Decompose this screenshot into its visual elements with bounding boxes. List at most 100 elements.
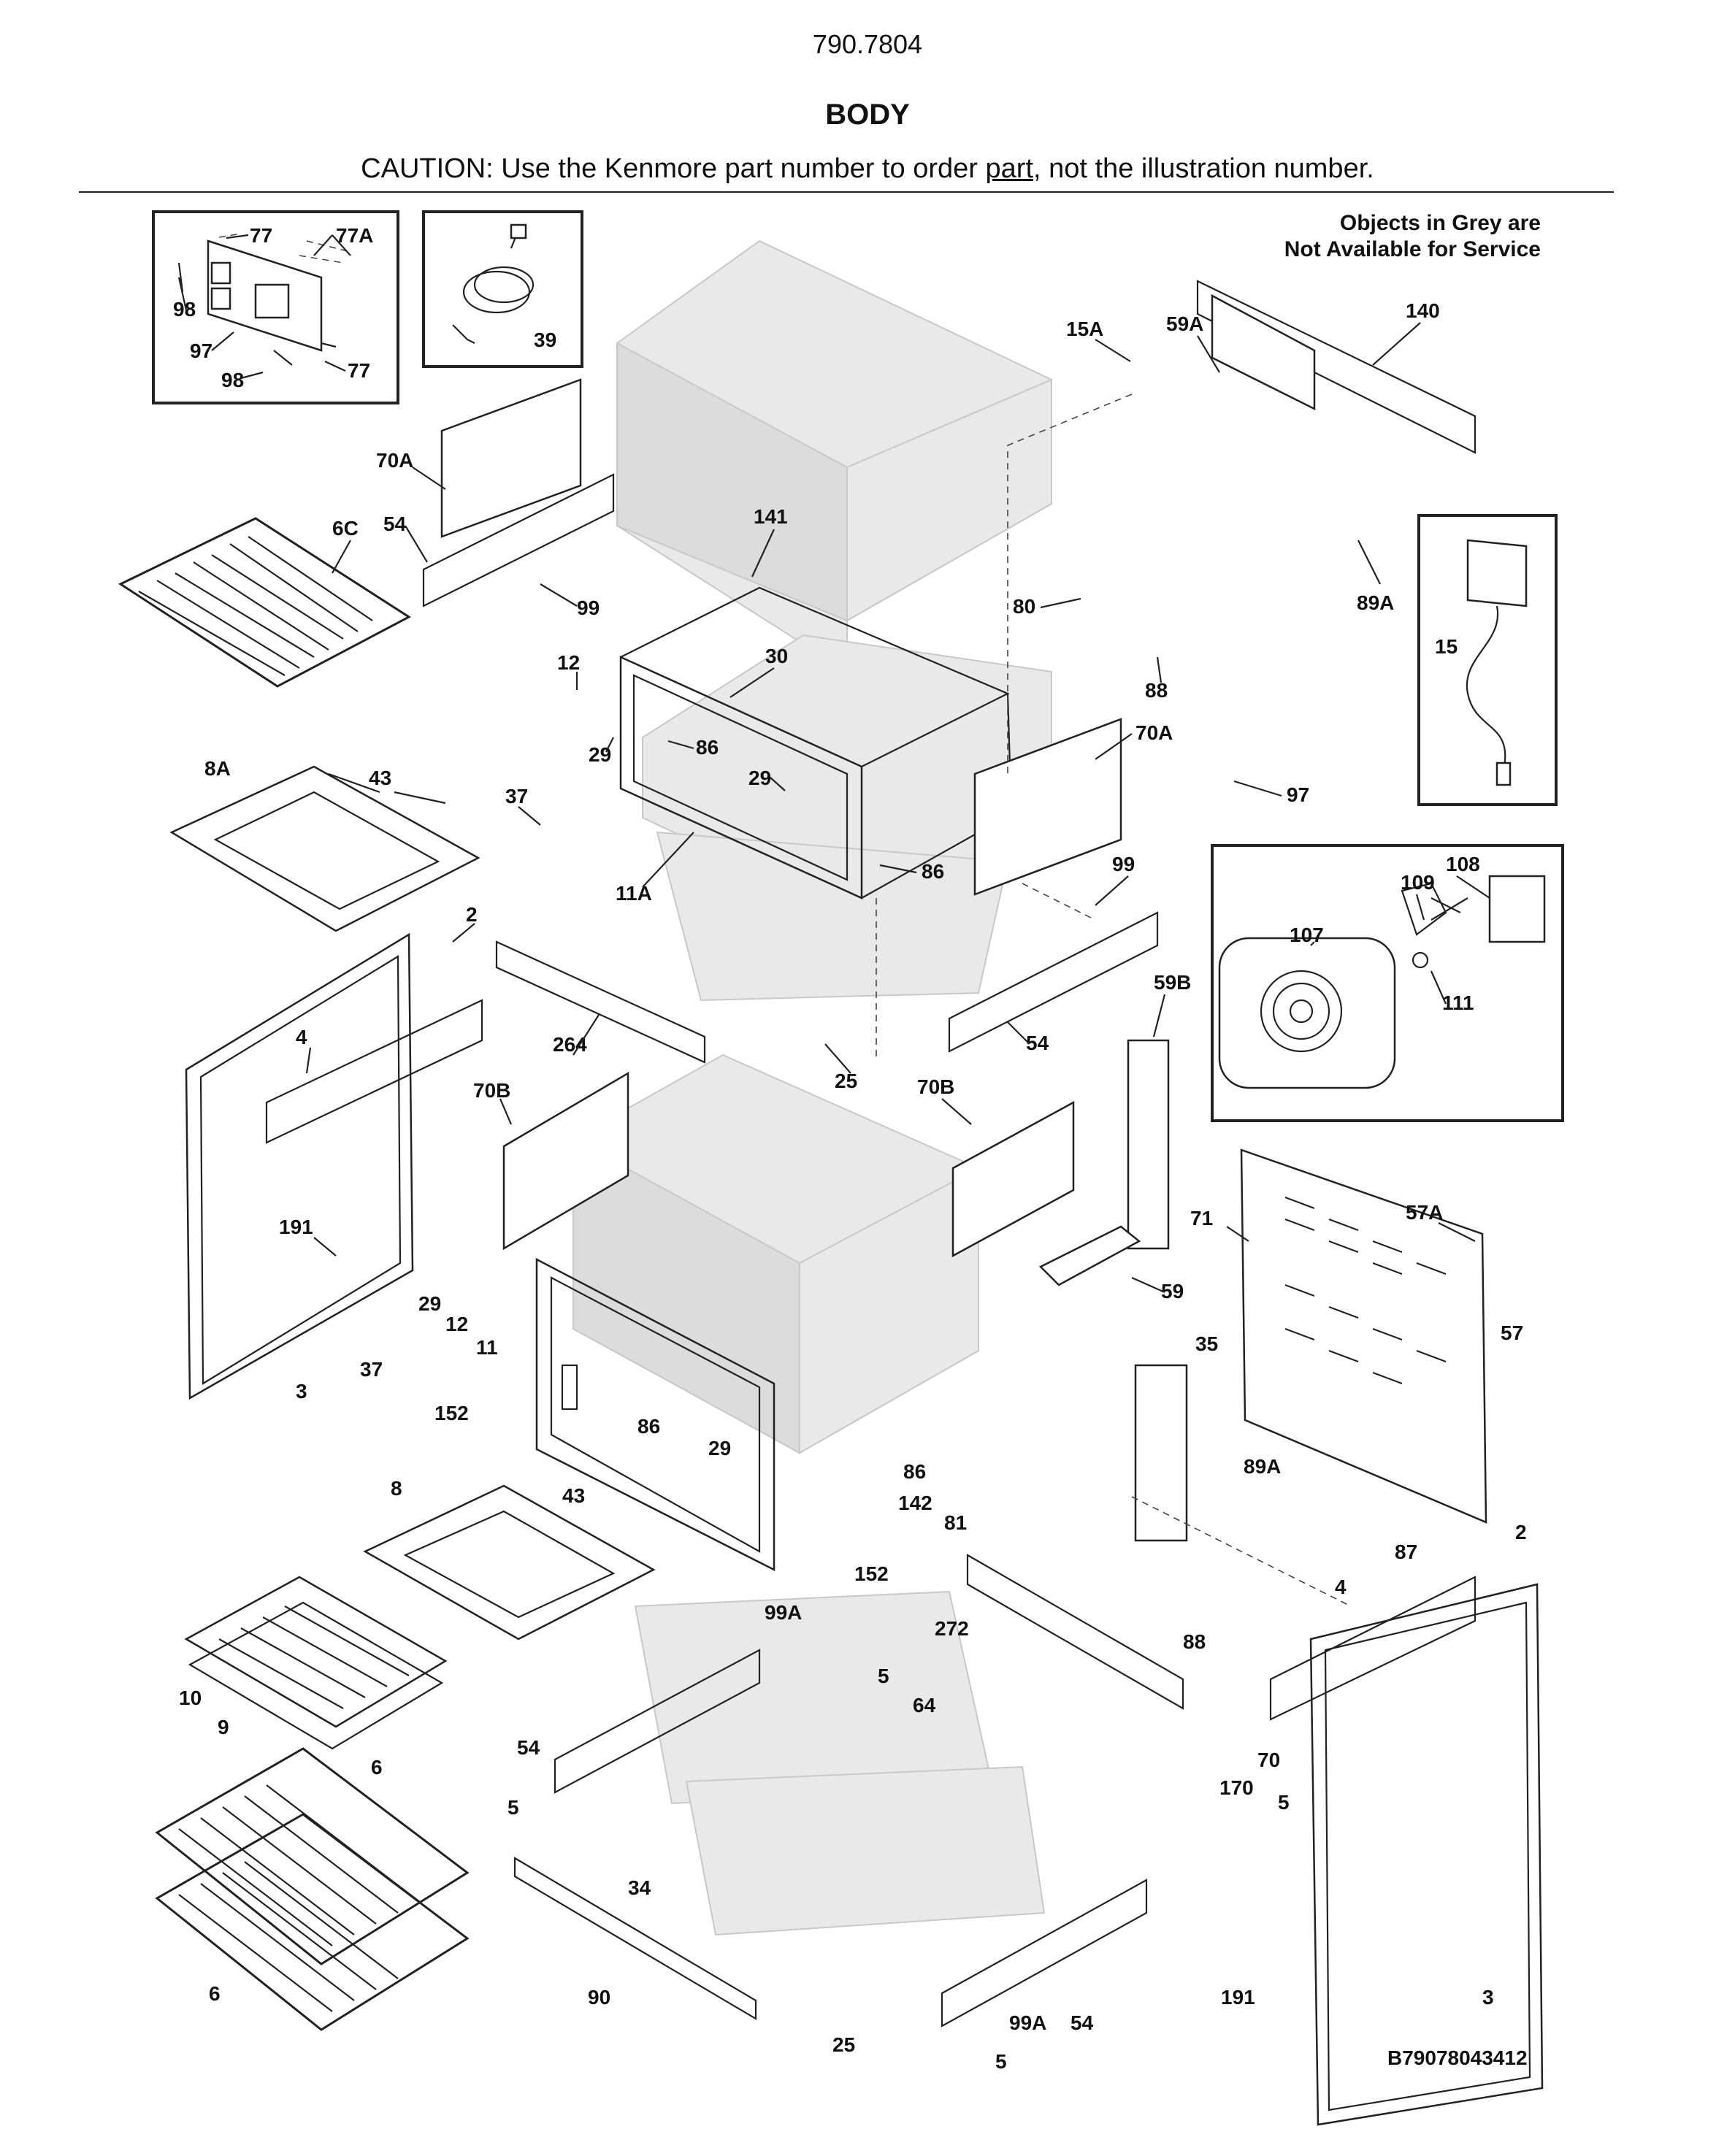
support-264: [495, 940, 706, 1064]
callout: 99: [1112, 853, 1135, 875]
insulation-70a-side: [973, 718, 1122, 896]
callout: 97: [190, 339, 212, 362]
callout: 70: [1257, 1749, 1280, 1771]
callout: 88: [1183, 1630, 1206, 1653]
callout: 170: [1219, 1776, 1254, 1799]
callout: 29: [748, 767, 771, 789]
convection-fan-inset: [1211, 844, 1564, 1122]
callout: 29: [589, 743, 611, 766]
callout: 140: [1406, 299, 1440, 322]
callout: 107: [1290, 924, 1324, 946]
callout: 70B: [473, 1079, 510, 1102]
callout: 152: [434, 1402, 469, 1424]
caution-part-link[interactable]: part: [985, 153, 1033, 184]
callout: 15: [1435, 635, 1458, 658]
control-board-drawing: [177, 233, 351, 366]
callout: 108: [1446, 853, 1480, 875]
callout: 6C: [332, 517, 359, 540]
callout: 80: [1013, 595, 1035, 618]
callout: 64: [913, 1694, 936, 1716]
callout: 191: [279, 1216, 313, 1238]
section-title: BODY: [825, 99, 910, 131]
rail-4-right: [1269, 1576, 1477, 1721]
side-panel-left-3: [185, 932, 414, 1400]
callout: 30: [765, 645, 788, 667]
bottom-plate-8a: [169, 765, 480, 932]
callout: 70B: [917, 1075, 954, 1098]
caution-text: CAUTION: Use the Kenmore part number to …: [0, 153, 1735, 185]
callout: 89A: [1244, 1455, 1281, 1478]
callout: 35: [1195, 1332, 1218, 1355]
insulation-70a-upper: [440, 378, 582, 538]
callout: 81: [944, 1511, 967, 1534]
callout: 10: [179, 1687, 202, 1709]
lower-oven-body-grey: [572, 1054, 1046, 1936]
leader-lines: [177, 234, 1490, 1294]
callout: 86: [696, 736, 719, 759]
grey-objects-note: Objects in Grey are Not Available for Se…: [1284, 210, 1541, 263]
callout: 54: [1026, 1032, 1049, 1054]
insulation-70b-right: [951, 1100, 1075, 1258]
rail-99-left: [422, 473, 615, 607]
rack-6-lower: [155, 1813, 470, 2031]
insulation-70b-left: [502, 1071, 629, 1251]
bracket-140: [1196, 280, 1477, 454]
callout: 99A: [765, 1601, 802, 1624]
rail-99a-lower: [941, 1879, 1148, 2028]
duct-59b: [1127, 1039, 1170, 1250]
callout: 142: [898, 1492, 932, 1514]
callout: 97: [1287, 783, 1309, 806]
grey-note-line1: Objects in Grey are: [1339, 211, 1541, 235]
callout: 11: [476, 1336, 498, 1359]
callout: 98: [221, 369, 244, 391]
callout: 99: [577, 596, 600, 619]
callout: 152: [854, 1562, 889, 1585]
model-number: 790.7804: [812, 29, 923, 59]
callout: 43: [562, 1484, 585, 1507]
callout: 4: [296, 1026, 307, 1048]
callout: 89A: [1357, 591, 1394, 614]
callout-labels: 77 77A 98 97 98 77 39 15A 59A 140 70A 54…: [173, 224, 1527, 2073]
callout: 43: [369, 767, 391, 789]
callout: 3: [1482, 1986, 1494, 2009]
callout: 37: [360, 1358, 383, 1381]
callout: 5: [878, 1665, 889, 1687]
callout: 3: [296, 1380, 307, 1403]
callout: 59A: [1166, 312, 1203, 335]
bracket-59: [1038, 1225, 1141, 1286]
header-divider: [79, 191, 1614, 193]
alignment-line: [1007, 394, 1133, 774]
callout: 6: [371, 1756, 383, 1779]
rail-99-right: [948, 911, 1159, 1053]
callout: 191: [1221, 1986, 1255, 2009]
caution-prefix: CAUTION: Use the Kenmore part number to …: [361, 153, 986, 184]
front-trim-90: [513, 1857, 757, 2020]
callout: 70A: [376, 449, 413, 472]
callout: 57: [1501, 1321, 1523, 1344]
callout: 86: [637, 1415, 660, 1438]
callout: 77A: [336, 224, 373, 247]
callout: 71: [1190, 1207, 1213, 1229]
callout: 54: [517, 1736, 540, 1759]
callout: 2: [466, 903, 478, 926]
module-15-drawing: [1466, 539, 1528, 786]
callout: 25: [832, 2033, 855, 2056]
callout: 4: [1335, 1576, 1347, 1598]
callout: 29: [708, 1437, 731, 1459]
alignment-line: [876, 883, 1352, 1607]
callout: 39: [534, 329, 556, 351]
callout: 15A: [1066, 318, 1103, 340]
rear-panel-71: [1240, 1148, 1487, 1524]
callout: 111: [1442, 991, 1474, 1014]
callout: 54: [1071, 2011, 1094, 2034]
callout: 99A: [1009, 2011, 1046, 2034]
callout: 70A: [1135, 721, 1173, 744]
panel-142: [966, 1554, 1184, 1710]
upper-oven-frame: [619, 586, 1013, 899]
rack-6c: [118, 517, 411, 688]
exploded-parts-diagram: 77 77A 98 97 98 77 39 15A 59A 140 70A 54…: [118, 210, 1564, 2126]
control-board-inset: [152, 210, 399, 404]
lower-oven-frame: [535, 1257, 775, 1572]
callout: 88: [1145, 679, 1168, 702]
callout: 87: [1395, 1541, 1417, 1563]
